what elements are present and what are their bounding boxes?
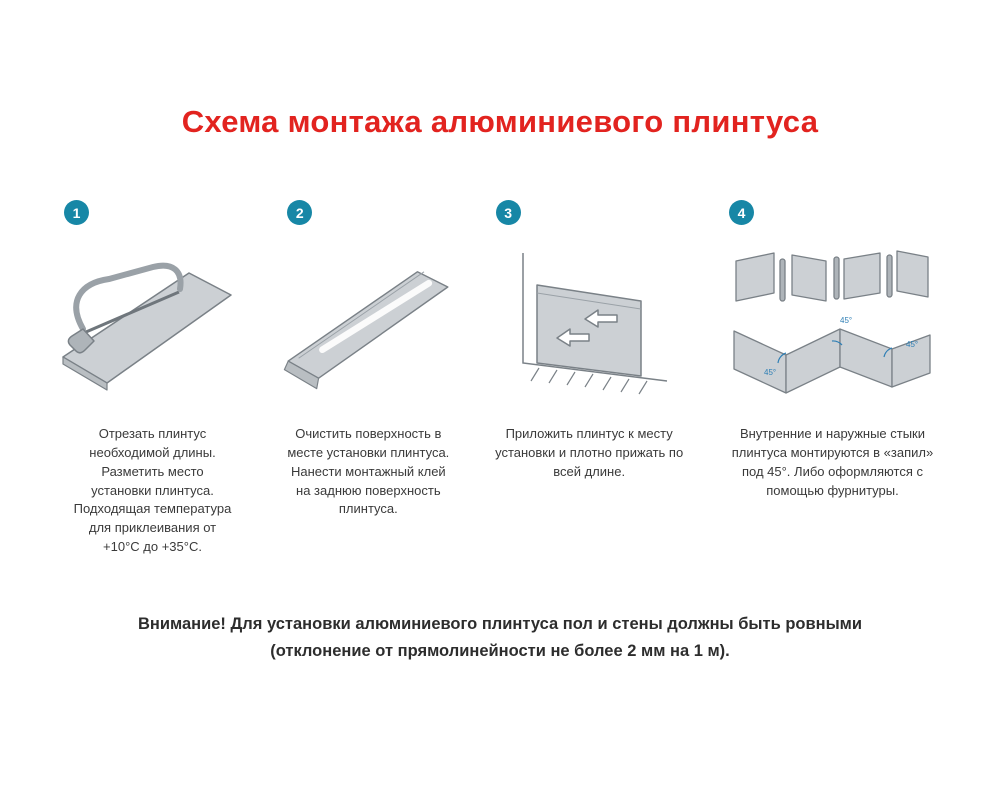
- press-to-wall-icon: [482, 231, 697, 419]
- step-description: Отрезать плинтус необходимой длины. Разм…: [73, 426, 232, 555]
- step-column-3: 3: [482, 200, 697, 482]
- step-description: Очистить поверхность в месте установки п…: [287, 426, 450, 517]
- warning-label: Внимание!: [137, 614, 226, 633]
- step-description: Внутренние и наружные стыки плинтуса мон…: [731, 426, 934, 498]
- step-column-2: 2 Очистить поверхность в месте установки…: [273, 200, 463, 519]
- warning-note: Внимание! Для установки алюминиевого пли…: [0, 611, 1000, 665]
- glue-profile-icon: [273, 231, 463, 419]
- angle-label: 45°: [840, 316, 852, 325]
- steps-row: 1 Отрезать плинтус необходимой длины. Ра…: [0, 200, 1000, 557]
- step-column-1: 1 Отрезать плинтус необходимой длины. Ра…: [50, 200, 255, 557]
- step-description: Приложить плинтус к месту установки и пл…: [495, 426, 684, 479]
- page-title: Схема монтажа алюминиевого плинтуса: [181, 104, 819, 139]
- step-badge-row: 4: [715, 200, 950, 225]
- step-number-badge: 2: [287, 200, 313, 225]
- step-number-badge: 1: [64, 200, 89, 225]
- warning-text: Для установки алюминиевого плинтуса пол …: [225, 614, 863, 661]
- step-column-4: 4: [715, 200, 950, 500]
- step-badge-row: 3: [482, 200, 697, 225]
- angle-label: 45°: [764, 368, 776, 377]
- step-badge-row: 2: [273, 200, 463, 225]
- step-number-badge: 3: [495, 200, 521, 225]
- hacksaw-cut-icon: [50, 231, 255, 419]
- step-number-badge: 4: [728, 200, 754, 225]
- angle-label: 45°: [906, 340, 918, 349]
- corner-joints-icon: 45° 45° 45°: [715, 231, 950, 419]
- step-badge-row: 1: [50, 200, 255, 225]
